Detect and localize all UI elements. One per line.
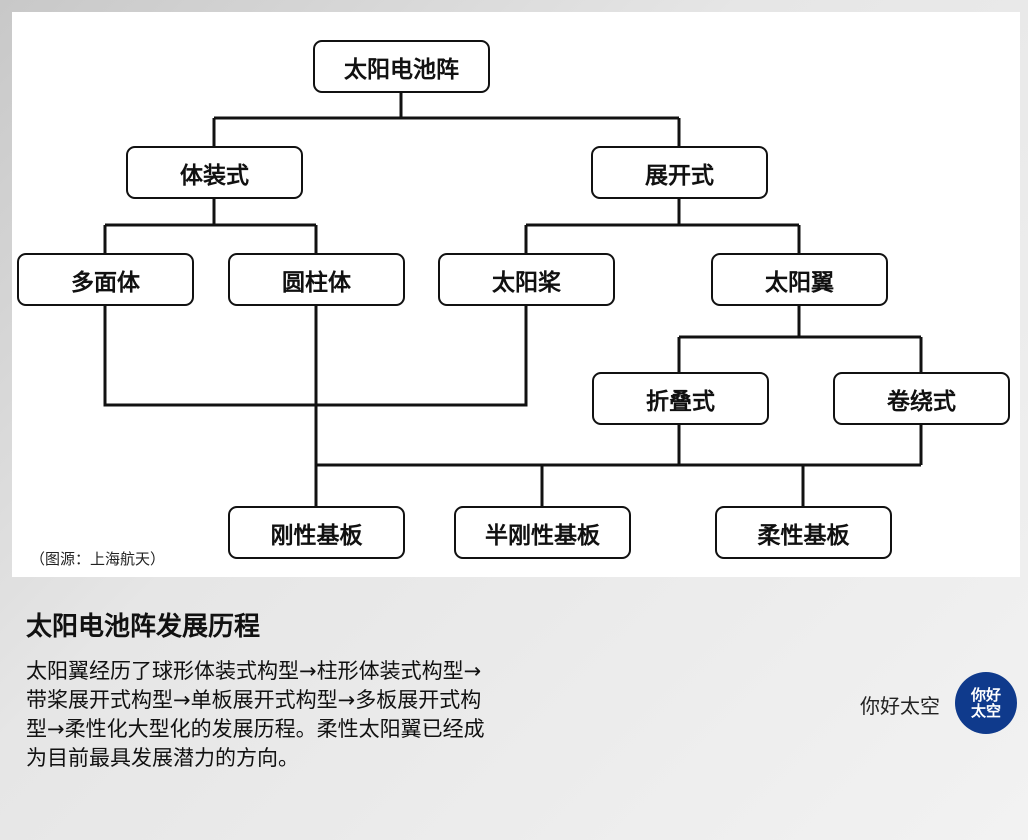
node-solar-paddle: 太阳桨 xyxy=(438,253,615,306)
node-polyhedron: 多面体 xyxy=(17,253,194,306)
node-deployable: 展开式 xyxy=(591,146,768,199)
node-cylinder: 圆柱体 xyxy=(228,253,405,306)
node-body-mounted: 体装式 xyxy=(126,146,303,199)
brand-name: 你好太空 xyxy=(860,694,940,718)
node-rigid: 刚性基板 xyxy=(228,506,405,559)
node-solar-wing: 太阳翼 xyxy=(711,253,888,306)
node-semi-rigid: 半刚性基板 xyxy=(454,506,631,559)
article-body: 太阳翼经历了球形体装式构型→柱形体装式构型→带桨展开式构型→单板展开式构型→多板… xyxy=(26,659,485,770)
node-folding: 折叠式 xyxy=(592,372,769,425)
connector-lines xyxy=(103,92,923,506)
image-source: （图源：上海航天） xyxy=(30,550,166,568)
node-root: 太阳电池阵 xyxy=(313,40,490,93)
node-rolling: 卷绕式 xyxy=(833,372,1010,425)
article-title: 太阳电池阵发展历程 xyxy=(26,612,261,642)
node-flexible: 柔性基板 xyxy=(715,506,892,559)
brand-logo: 你好太空 xyxy=(955,672,1017,734)
